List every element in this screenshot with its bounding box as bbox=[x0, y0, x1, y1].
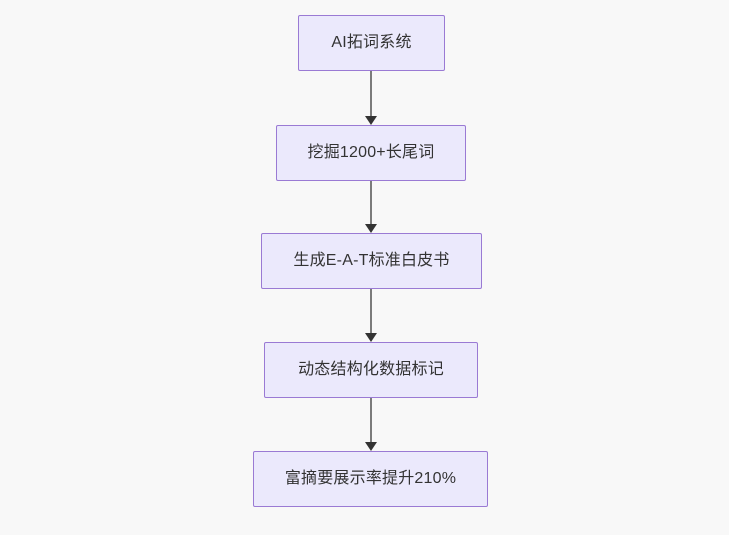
flowchart-node-label: 挖掘1200+长尾词 bbox=[307, 144, 435, 161]
edge-line bbox=[370, 289, 372, 333]
flowchart-node-label: 生成E-A-T标准白皮书 bbox=[293, 252, 450, 269]
flowchart-node-label: 动态结构化数据标记 bbox=[298, 361, 444, 378]
flowchart-node-n5[interactable]: 富摘要展示率提升210% bbox=[253, 451, 488, 507]
arrow-head-icon bbox=[365, 333, 377, 342]
flowchart-node-n4[interactable]: 动态结构化数据标记 bbox=[264, 342, 478, 398]
flowchart-edge-e3 bbox=[365, 289, 377, 342]
edge-line bbox=[370, 71, 372, 116]
edge-line bbox=[370, 181, 372, 224]
flowchart-node-n2[interactable]: 挖掘1200+长尾词 bbox=[276, 125, 466, 181]
flowchart-edge-e1 bbox=[365, 71, 377, 125]
arrow-head-icon bbox=[365, 442, 377, 451]
flowchart-node-label: AI拓词系统 bbox=[331, 34, 412, 51]
flowchart-node-n1[interactable]: AI拓词系统 bbox=[298, 15, 445, 71]
arrow-head-icon bbox=[365, 116, 377, 125]
flowchart-edge-e2 bbox=[365, 181, 377, 233]
flowchart-node-label: 富摘要展示率提升210% bbox=[284, 470, 457, 487]
flowchart-edge-e4 bbox=[365, 398, 377, 451]
edge-line bbox=[370, 398, 372, 442]
arrow-head-icon bbox=[365, 224, 377, 233]
flowchart-node-n3[interactable]: 生成E-A-T标准白皮书 bbox=[261, 233, 482, 289]
